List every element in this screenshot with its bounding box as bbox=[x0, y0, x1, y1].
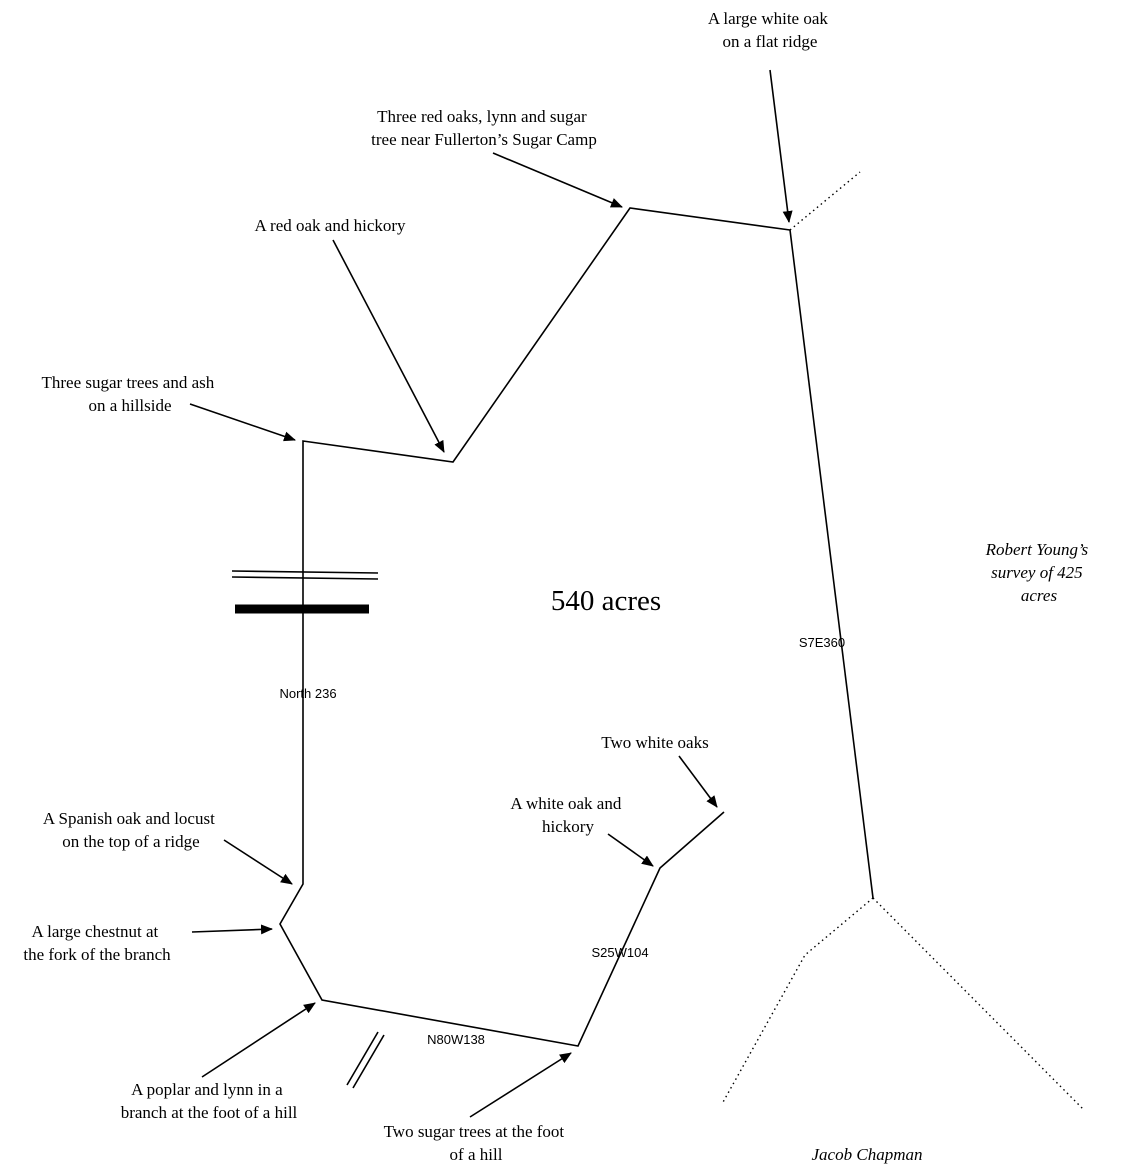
stream-crossing-mark-2 bbox=[352, 1034, 385, 1089]
course-n80w: N80W138 bbox=[427, 1032, 485, 1047]
course-s25w: S25W104 bbox=[591, 945, 648, 960]
arrow-two-white-oaks bbox=[678, 755, 718, 808]
arrow-white-oak-hickory bbox=[607, 833, 654, 867]
boundary-line bbox=[279, 207, 791, 1047]
road-line-thin-lower bbox=[231, 576, 379, 580]
tract-area: 540 acres bbox=[551, 585, 661, 617]
label-large-white-oak: A large white oak on a flat ridge bbox=[708, 9, 832, 51]
label-large-chestnut: A large chestnut at the fork of the bran… bbox=[23, 922, 171, 964]
course-s7e: S7E360 bbox=[799, 635, 845, 650]
arrow-spanish-oak bbox=[223, 839, 293, 885]
stream-crossing-mark-1 bbox=[346, 1031, 379, 1086]
arrow-large-chestnut bbox=[191, 924, 273, 935]
label-three-sugar-trees: Three sugar trees and ash on a hillside bbox=[41, 373, 218, 415]
label-two-sugar-trees: Two sugar trees at the foot of a hill bbox=[384, 1122, 569, 1164]
label-three-red-oaks: Three red oaks, lynn and sugar tree near… bbox=[371, 107, 597, 149]
arrow-three-sugar-trees bbox=[189, 403, 296, 442]
arrow-three-red-oaks bbox=[492, 152, 623, 208]
east-boundary-line bbox=[789, 229, 874, 899]
label-spanish-oak: A Spanish oak and locust on the top of a… bbox=[43, 809, 219, 851]
adjoining-line-north bbox=[789, 171, 861, 231]
label-red-oak-hickory: A red oak and hickory bbox=[254, 216, 406, 235]
road-line-thin-upper bbox=[231, 570, 379, 574]
adjoining-line-southeast bbox=[872, 897, 1085, 1111]
adjoiner-south: Jacob Chapman bbox=[812, 1145, 923, 1164]
adjoiner-east: Robert Young’s survey of 425 acres bbox=[985, 540, 1093, 605]
arrow-red-oak-hickory bbox=[332, 239, 445, 453]
arrow-large-white-oak bbox=[769, 69, 793, 223]
arrow-two-sugar-trees bbox=[469, 1052, 572, 1118]
adjoining-line-southwest bbox=[721, 897, 874, 1105]
label-poplar-lynn: A poplar and lynn in a branch at the foo… bbox=[121, 1080, 298, 1122]
label-white-oak-hickory: A white oak and hickory bbox=[510, 794, 625, 836]
label-two-white-oaks: Two white oaks bbox=[601, 733, 708, 752]
course-north: North 236 bbox=[279, 686, 336, 701]
arrow-poplar-lynn bbox=[201, 1002, 316, 1078]
